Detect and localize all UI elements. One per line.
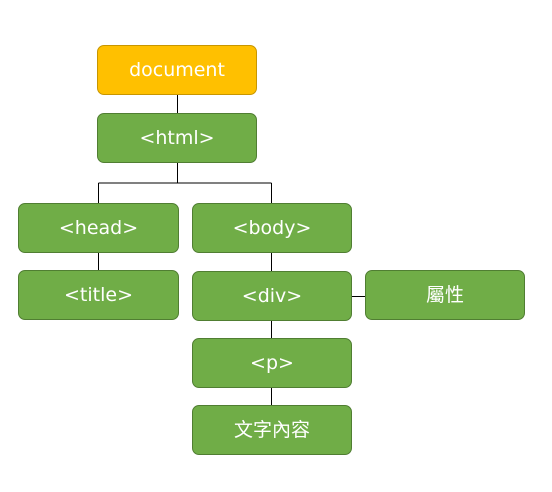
node-head: <head> bbox=[18, 203, 179, 253]
node-div-label: <div> bbox=[241, 284, 303, 307]
node-html: <html> bbox=[97, 113, 257, 163]
node-p-label: <p> bbox=[250, 351, 294, 374]
node-attribute: 屬性 bbox=[365, 270, 525, 320]
node-p: <p> bbox=[192, 338, 352, 388]
node-body: <body> bbox=[192, 203, 352, 253]
node-document: document bbox=[97, 45, 257, 95]
node-text-content: 文字內容 bbox=[192, 405, 352, 455]
node-document-label: document bbox=[129, 58, 225, 81]
node-html-label: <html> bbox=[139, 126, 215, 149]
node-head-label: <head> bbox=[58, 216, 139, 239]
node-div: <div> bbox=[192, 271, 352, 321]
node-title: <title> bbox=[18, 270, 179, 320]
node-title-label: <title> bbox=[64, 283, 133, 306]
node-attribute-label: 屬性 bbox=[425, 283, 464, 306]
node-text-content-label: 文字內容 bbox=[233, 418, 310, 441]
node-body-label: <body> bbox=[232, 216, 312, 239]
